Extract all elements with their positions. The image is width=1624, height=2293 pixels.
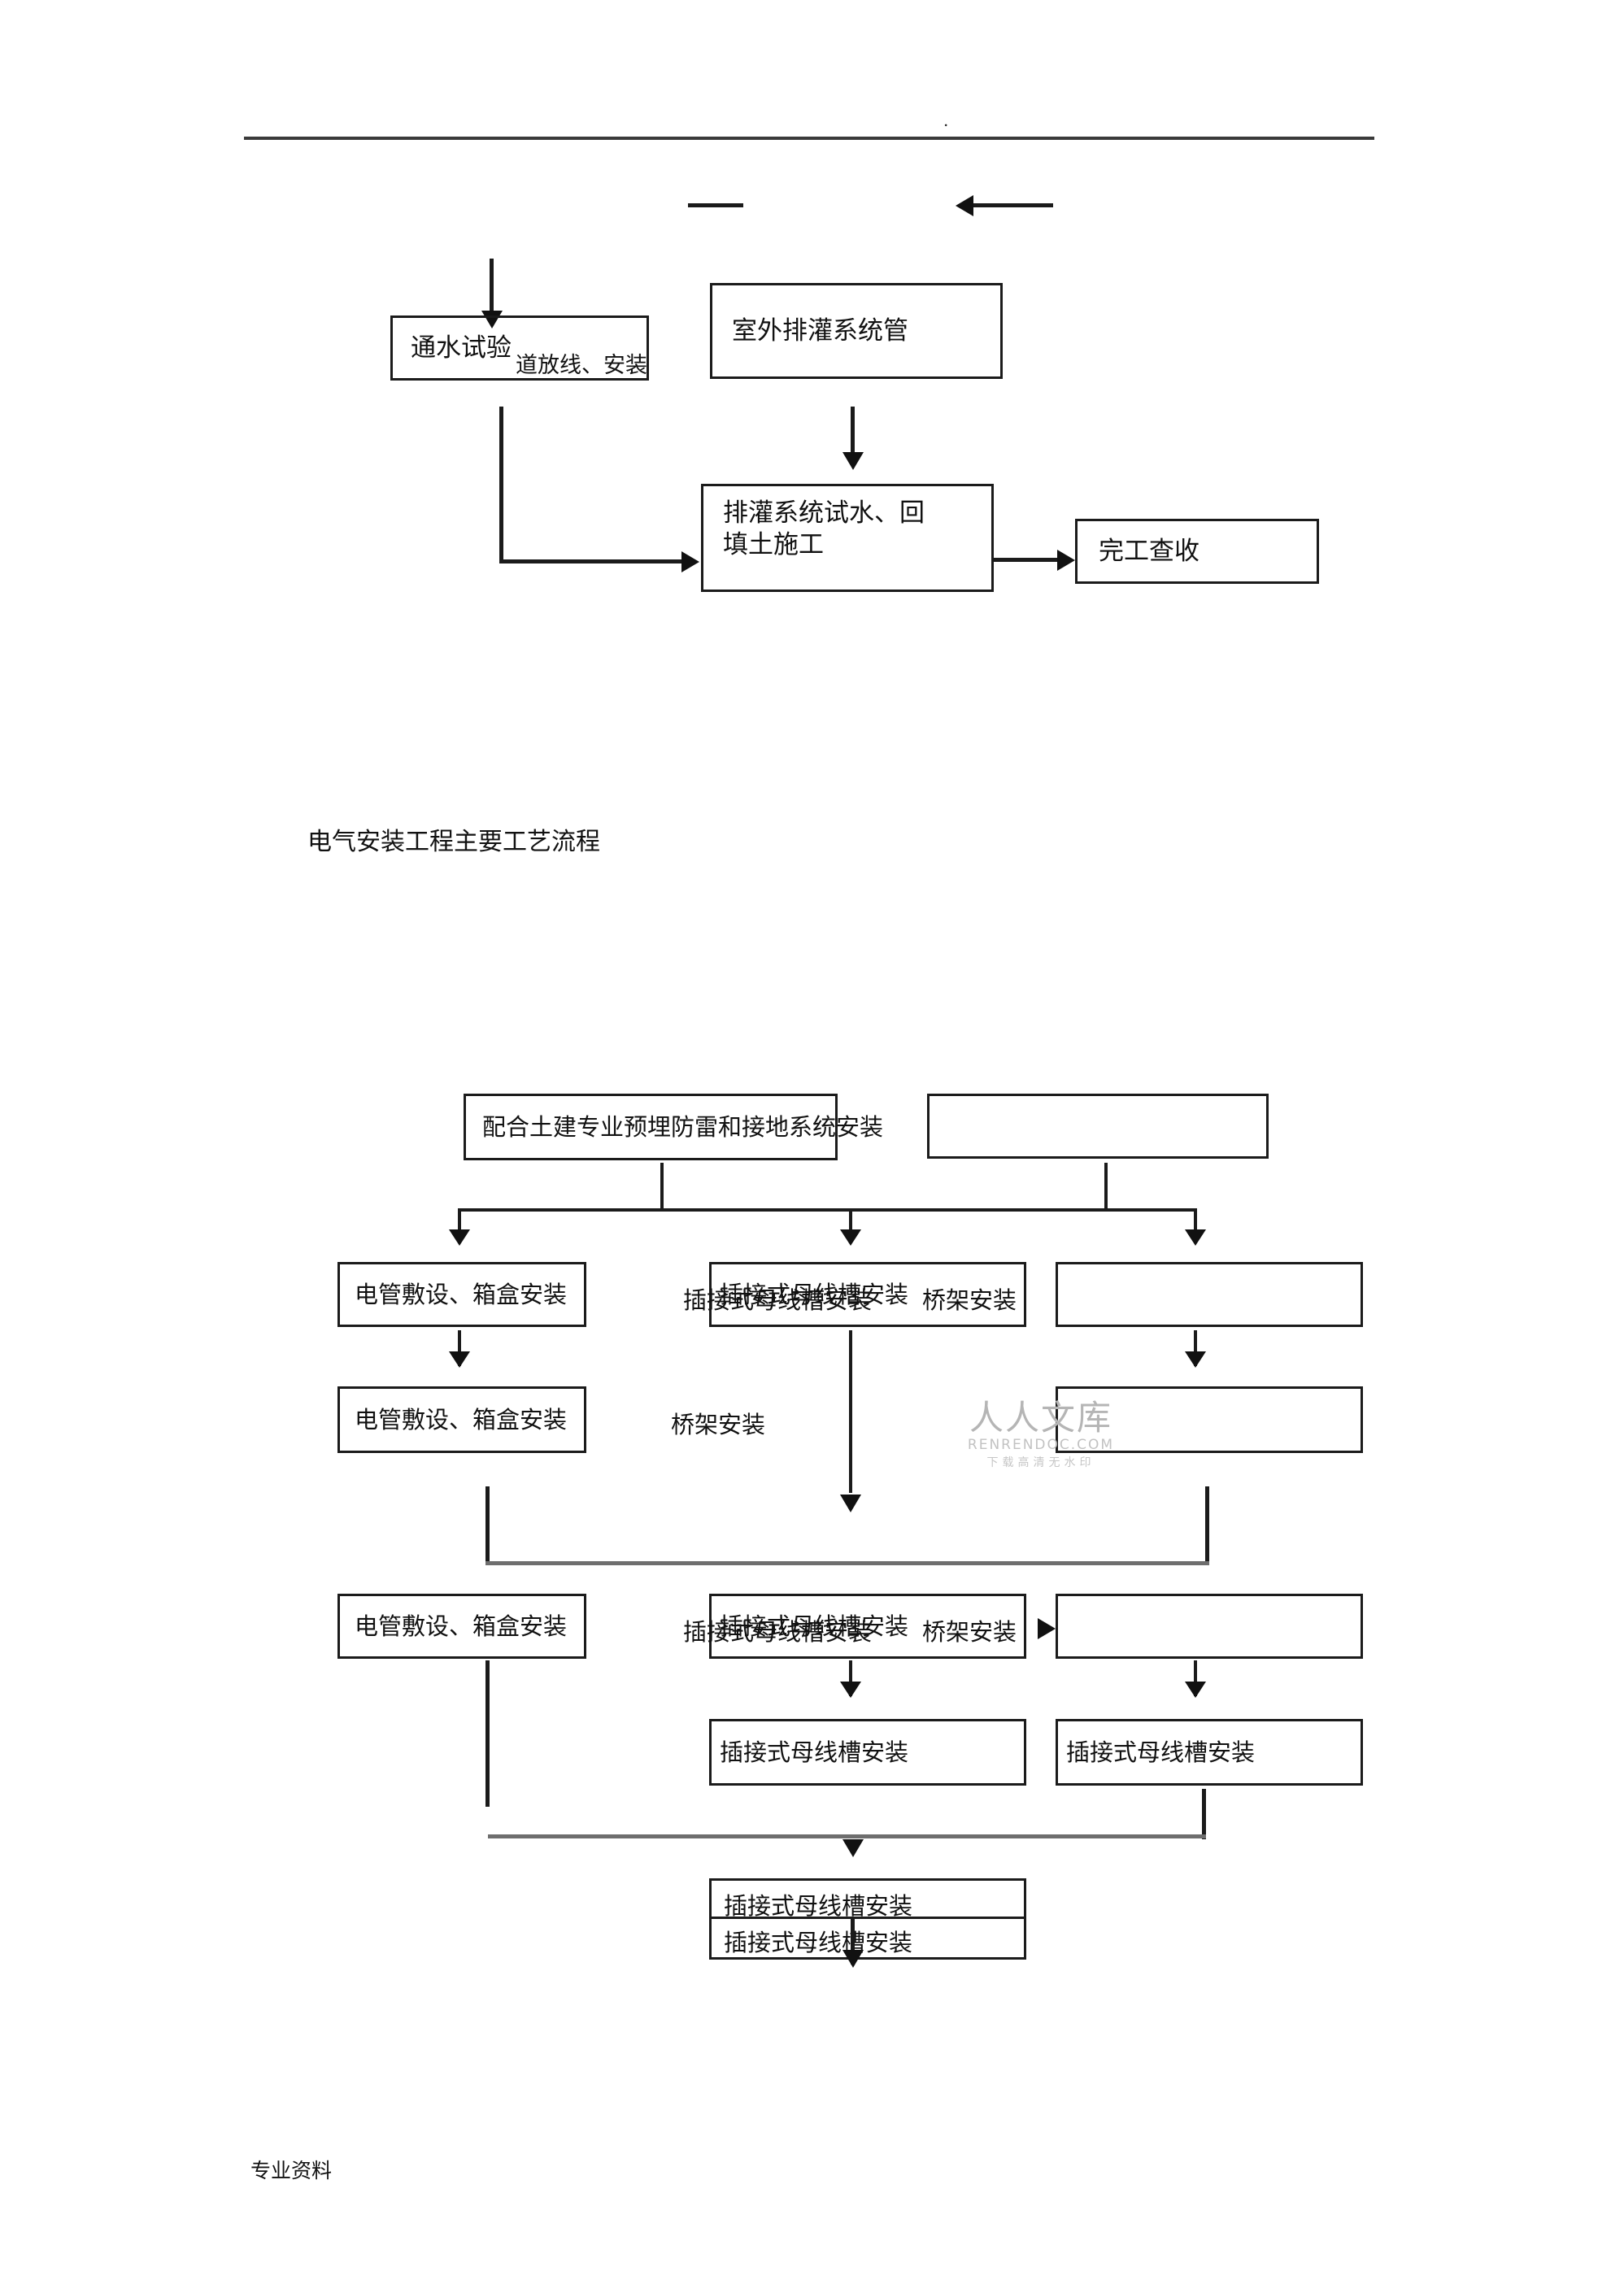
- watermark-brand: 人人文库: [969, 1398, 1112, 1438]
- node-tongshui-shiyan-label: 通水试验: [411, 333, 512, 363]
- node-header-peihe-tujian[interactable]: 配合土建专业预埋防雷和接地系统安装: [464, 1094, 883, 1160]
- elbow-tongshui-vertical: [499, 407, 503, 561]
- overlay-label-daofangxian: 道放线、安装: [516, 353, 647, 378]
- node-r1-dianguan-fushe[interactable]: 电管敷设、箱盒安装: [337, 1262, 586, 1327]
- watermark-url: RENRENDOC.COM: [967, 1437, 1115, 1453]
- arrow-paiguan-to-wangong-stem: [994, 558, 1060, 562]
- node-wangong-chashou[interactable]: 完工查收: [1075, 519, 1319, 584]
- arrow-shiwai-to-paiguan-head-icon: [842, 452, 864, 470]
- overlay-r2-qiaojia: 桥架安装: [671, 1411, 766, 1438]
- node-r2-dianguan-fushe[interactable]: 电管敷设、箱盒安装: [337, 1386, 586, 1453]
- row2-stem-col3: [1194, 1330, 1197, 1366]
- node-r4-muxiancao-right-label: 插接式母线槽安装: [1066, 1738, 1256, 1766]
- row1-arrow-col2-icon: [840, 1229, 861, 1246]
- header-rule: [244, 137, 1374, 140]
- elbow-tongshui-horizontal: [499, 559, 685, 563]
- node-paiguan-shishui-line2: 填土施工: [723, 529, 824, 559]
- node-r3-empty[interactable]: [1056, 1594, 1363, 1659]
- merge1-bus: [485, 1561, 1209, 1565]
- row4-stem-col2: [849, 1660, 852, 1696]
- node-r5-muxiancao-line1-label: 插接式母线槽安装: [724, 1892, 913, 1920]
- header-stub-left: [660, 1163, 664, 1210]
- row1-stem-col1: [458, 1210, 461, 1241]
- node-shiwai-paiguan-guan[interactable]: 室外排灌系统管: [710, 283, 1003, 379]
- node-r1-muxiancao-label: 插接式母线槽安装: [720, 1280, 909, 1308]
- merge2-bus: [488, 1834, 1206, 1838]
- node-r2-dianguan-fushe-label: 电管敷设、箱盒安装: [355, 1405, 568, 1434]
- node-r4-muxiancao-left-label: 插接式母线槽安装: [720, 1738, 909, 1766]
- node-r5-muxiancao-line2-label: 插接式母线槽安装: [724, 1929, 913, 1956]
- node-r1-empty[interactable]: [1056, 1262, 1363, 1327]
- arrow-paiguan-to-wangong-head-icon: [1057, 550, 1075, 571]
- node-r2-empty[interactable]: [1056, 1386, 1363, 1453]
- elbow-tongshui-arrow-head-icon: [681, 551, 699, 572]
- merge1-rail-left: [485, 1486, 490, 1564]
- node-r3-muxiancao[interactable]: 插接式母线槽安装: [709, 1594, 1026, 1659]
- row2-arrow-col1-icon: [449, 1351, 470, 1368]
- arrow-into-tongshui-stem: [490, 259, 494, 317]
- merge2-center-arrow-icon: [842, 1839, 864, 1857]
- orphan-connector-left: [688, 203, 743, 207]
- row1-splitter-bus: [458, 1208, 1197, 1212]
- node-paiguan-shishui-line1: 排灌系统试水、回: [723, 498, 925, 528]
- orphan-connector-right: [972, 203, 1053, 207]
- merge1-center-arrow-icon: [840, 1495, 861, 1512]
- arrow-shiwai-to-paiguan-stem: [851, 407, 855, 457]
- node-r5-muxiancao-outer[interactable]: [709, 1878, 1026, 1960]
- overlay-r1-muxiancao: 插接式母线槽安装: [683, 1286, 873, 1314]
- node-tongshui-shiyan[interactable]: 通水试验: [390, 315, 649, 381]
- header-dot: .: [943, 111, 949, 130]
- orphan-arrow-left-icon: [956, 195, 973, 216]
- overlay-r3-qiaojia: 桥架安装: [922, 1618, 1017, 1646]
- watermark-tagline: 下载高清无水印: [986, 1455, 1095, 1469]
- row2-stem-col1: [458, 1330, 461, 1366]
- node-r1-dianguan-fushe-label: 电管敷设、箱盒安装: [355, 1280, 568, 1308]
- node-wangong-chashou-label: 完工查收: [1099, 536, 1199, 566]
- node-paiguan-shishui-huitiantu[interactable]: 排灌系统试水、回 填土施工: [701, 484, 994, 592]
- node-header-peihe-tujian-label: 配合土建专业预埋防雷和接地系统安装: [482, 1112, 884, 1141]
- node-r3-muxiancao-label: 插接式母线槽安装: [720, 1612, 909, 1640]
- row2-stem-col2: [849, 1330, 852, 1493]
- final-arrow-stem: [851, 1919, 855, 1964]
- node-header-right-empty[interactable]: [927, 1094, 1269, 1159]
- arrow-into-tongshui-head-icon: [481, 311, 503, 329]
- header-stub-right: [1104, 1163, 1108, 1210]
- row4-stem-col1: [485, 1660, 490, 1807]
- node-shiwai-paiguan-guan-label: 室外排灌系统管: [732, 315, 908, 346]
- row4-arrow-col3-icon: [1185, 1682, 1206, 1698]
- overlay-r1-qiaojia: 桥架安装: [922, 1286, 1017, 1314]
- overlay-r3-muxiancao: 插接式母线槽安装: [683, 1618, 873, 1646]
- row1-arrow-col1-icon: [449, 1229, 470, 1246]
- node-r3-dianguan-fushe[interactable]: 电管敷设、箱盒安装: [337, 1594, 586, 1659]
- node-r5-inner-divider: [712, 1917, 1024, 1919]
- merge1-rail-right: [1205, 1486, 1209, 1564]
- watermark: 人人文库 RENRENDOC.COM 下载高清无水印: [939, 1401, 1143, 1471]
- node-r4-muxiancao-left[interactable]: 插接式母线槽安装: [709, 1719, 1026, 1786]
- section-title-electrical: 电气安装工程主要工艺流程: [307, 828, 600, 856]
- merge2-rail-right: [1202, 1789, 1206, 1839]
- node-r3-dianguan-fushe-label: 电管敷设、箱盒安装: [355, 1612, 568, 1640]
- final-arrow-head-icon: [842, 1950, 864, 1968]
- row2-arrow-col3-icon: [1185, 1351, 1206, 1368]
- footer-label: 专业资料: [250, 2159, 333, 2182]
- node-r1-muxiancao[interactable]: 插接式母线槽安装: [709, 1262, 1026, 1327]
- row4-stem-col3: [1194, 1660, 1197, 1696]
- row1-stem-col3: [1194, 1210, 1197, 1241]
- arrow-r3-mid-to-right-icon: [1038, 1618, 1056, 1639]
- row1-stem-col2: [849, 1210, 852, 1241]
- row4-arrow-col2-icon: [840, 1682, 861, 1698]
- row1-arrow-col3-icon: [1185, 1229, 1206, 1246]
- node-r4-muxiancao-right[interactable]: 插接式母线槽安装: [1056, 1719, 1363, 1786]
